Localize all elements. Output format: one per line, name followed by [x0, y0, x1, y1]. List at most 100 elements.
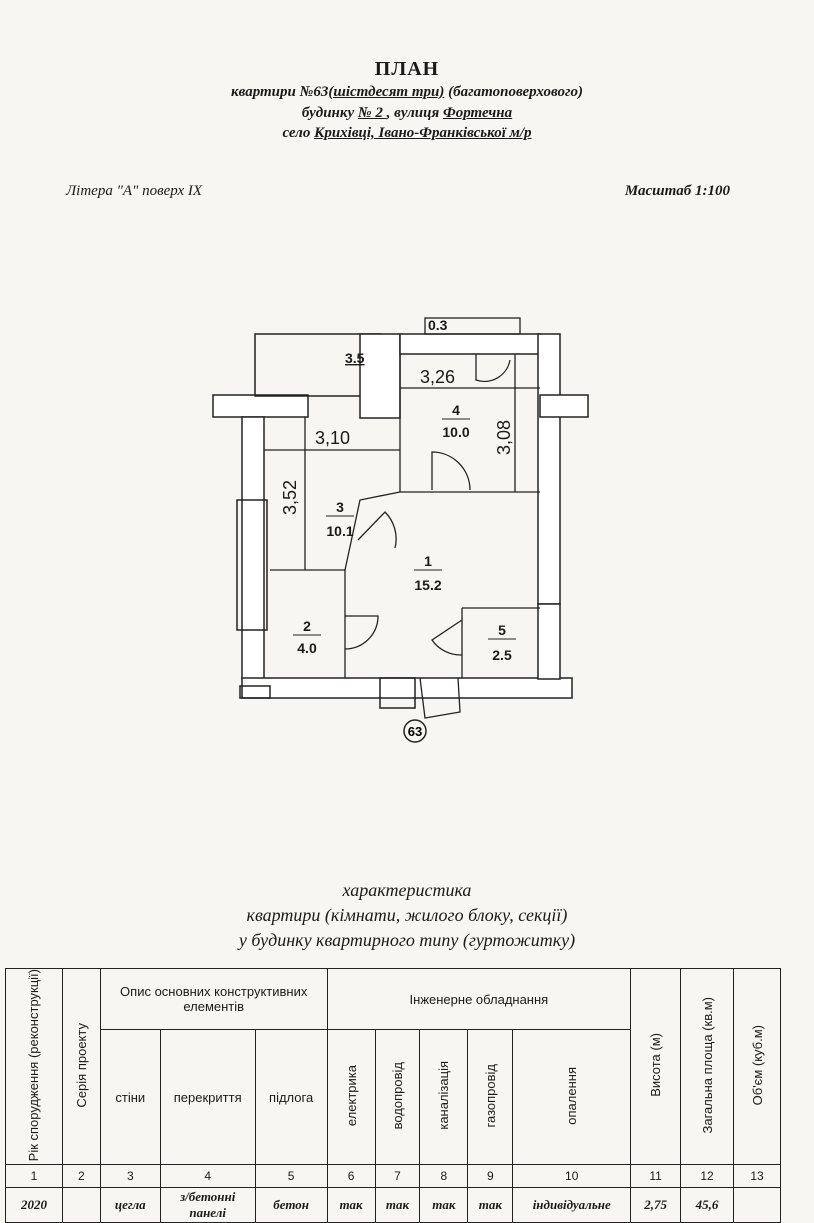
dim-03: 0.3	[428, 317, 448, 333]
dim-326: 3,26	[420, 367, 455, 387]
value-walls: цегла	[99, 1187, 161, 1223]
header-series: Серія проекту	[61, 967, 101, 1166]
col-num: 3	[99, 1164, 161, 1189]
col-num: 13	[733, 1164, 781, 1189]
wall-left	[241, 416, 265, 680]
wall-bottom	[241, 677, 573, 699]
value-floor: бетон	[254, 1187, 328, 1223]
col-num: 8	[419, 1164, 469, 1189]
apartment-prefix: квартири №63	[231, 84, 329, 100]
header-total-area: Загальна площа (кв.м)	[680, 967, 734, 1166]
apartment-line: квартири №63(шістдесят три) (багатоповер…	[0, 84, 814, 101]
dim-310: 3,10	[315, 428, 350, 448]
col-num: 4	[159, 1164, 256, 1189]
partition-room3-bottom	[270, 491, 401, 571]
litera-floor: Літера "А" поверх IX	[66, 183, 203, 199]
col-num: 7	[374, 1164, 421, 1189]
header-electric: електрика	[326, 1029, 376, 1166]
room-4-area: 10.0	[442, 424, 469, 440]
door-top	[475, 354, 511, 383]
room-1-area: 15.2	[414, 577, 441, 593]
village-line: село Крихівці, Івано-Франківської м/р	[0, 125, 814, 142]
room-3-area: 10.1	[326, 523, 353, 539]
caption-line-2: квартири (кімнати, жилого блоку, секції)	[246, 905, 568, 925]
door-room5	[431, 619, 463, 656]
caption-line-1: характеристика	[342, 880, 472, 900]
value-heating: індивідуальне	[512, 1187, 632, 1223]
street-name: Фортечна	[442, 105, 513, 121]
value-series	[61, 1187, 101, 1223]
plan-title: ПЛАН	[374, 58, 440, 80]
header-gas: газопровід	[467, 1029, 514, 1166]
header-year: Рік спорудження (реконструкції)	[5, 967, 63, 1166]
building-line: будинку № 2 , вулиця Фортечна	[0, 105, 814, 122]
wall-right-top	[539, 394, 589, 418]
building-number: № 2	[357, 105, 387, 121]
top-niche	[424, 317, 521, 335]
window-left	[236, 499, 268, 631]
apartment-words: (шістдесят три)	[328, 84, 445, 100]
village-prefix: село	[282, 125, 315, 141]
wall-right	[537, 333, 561, 605]
room-2-number: 2	[303, 618, 311, 634]
col-num: 9	[467, 1164, 514, 1189]
header-walls: стіни	[99, 1029, 161, 1166]
scale-label: Масштаб 1:100	[624, 183, 730, 199]
col-num: 2	[61, 1164, 101, 1189]
room-5-number: 5	[498, 622, 506, 638]
value-year: 2020	[5, 1187, 63, 1223]
caption-line-3: у будинку квартирного типу (гуртожитку)	[238, 930, 576, 950]
value-electric: так	[326, 1187, 376, 1223]
header-water: водопровід	[374, 1029, 421, 1166]
characteristics-table: Рік спорудження (реконструкції) Серія пр…	[5, 967, 781, 1223]
wall-bottom-niche	[239, 685, 271, 699]
header-structural: Опис основних конструктивних елементів	[99, 967, 328, 1031]
header-sewer: каналізація	[419, 1029, 469, 1166]
balcony	[254, 333, 381, 397]
room-5-area: 2.5	[492, 647, 512, 663]
header-floor: підлога	[254, 1029, 328, 1166]
wall-right-lower	[537, 603, 561, 680]
entrance-niche	[379, 677, 416, 709]
dim-35: 3.5	[345, 350, 365, 366]
col-num: 5	[254, 1164, 328, 1189]
room-2-area: 4.0	[297, 640, 317, 656]
value-slab: з/бетонні панелі	[159, 1187, 256, 1223]
col-num: 10	[512, 1164, 632, 1189]
apartment-number: 63	[408, 724, 422, 739]
value-volume	[733, 1187, 781, 1223]
door-room4	[431, 451, 471, 491]
dim-352: 3,52	[280, 480, 300, 515]
column-numbers-row: 1 2 3 4 5 6 7 8 9 10 11 12 13	[5, 1164, 781, 1189]
wall-top-right	[399, 333, 541, 355]
door-entrance	[419, 677, 461, 719]
col-num: 11	[630, 1164, 682, 1189]
value-height: 2,75	[630, 1187, 682, 1223]
building-prefix: будинку	[301, 105, 358, 121]
header-volume: Об'єм (куб.м)	[733, 967, 781, 1166]
wall-top-left	[212, 394, 309, 418]
header-engineering: Інженерне обладнання	[326, 967, 632, 1031]
door-room3	[357, 511, 397, 549]
street-prefix: , вулиця	[386, 105, 443, 121]
village-name: Крихівці, Івано-Франківської м/р	[314, 125, 532, 141]
col-num: 6	[326, 1164, 376, 1189]
header-height: Висота (м)	[630, 967, 682, 1166]
wall-top-mid	[359, 333, 401, 419]
header-slab: перекриття	[159, 1029, 256, 1166]
room-4-number: 4	[452, 402, 460, 418]
header-heating: опалення	[512, 1029, 632, 1166]
room-3-number: 3	[336, 499, 344, 515]
col-num: 12	[680, 1164, 734, 1189]
value-water: так	[374, 1187, 421, 1223]
room-1-number: 1	[424, 553, 432, 569]
building-type: (багатоповерхового)	[444, 84, 583, 100]
dim-308: 3,08	[494, 420, 514, 455]
door-room2	[344, 615, 379, 650]
values-row: 2020 цегла з/бетонні панелі бетон так та…	[5, 1187, 781, 1223]
apartment-number-circle	[403, 719, 427, 743]
value-total-area: 45,6	[680, 1187, 734, 1223]
value-gas: так	[467, 1187, 514, 1223]
value-sewer: так	[419, 1187, 469, 1223]
col-num: 1	[5, 1164, 63, 1189]
